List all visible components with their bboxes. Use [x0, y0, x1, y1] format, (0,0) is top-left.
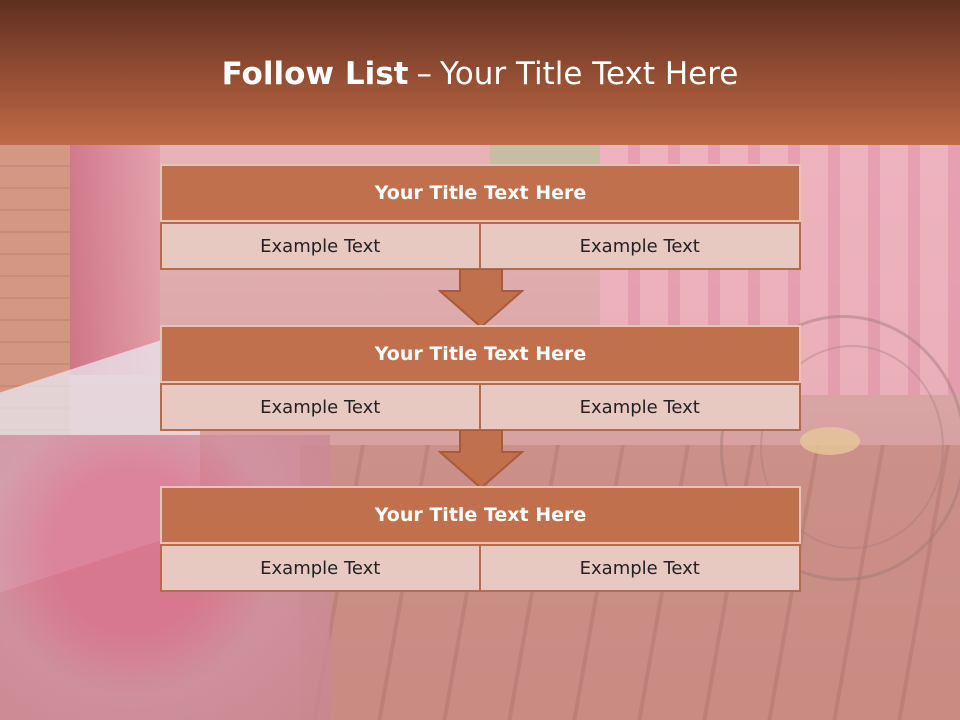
step-cell-left: Example Text	[160, 544, 481, 592]
step-cells: Example Text Example Text	[160, 222, 801, 270]
background-basket	[720, 315, 960, 581]
step-title: Your Title Text Here	[160, 325, 801, 383]
step-cell-left: Example Text	[160, 222, 481, 270]
slide-title-bold: Follow List	[221, 56, 409, 92]
background-foliage	[490, 145, 600, 165]
step-cell-right: Example Text	[480, 222, 801, 270]
step-cell-left: Example Text	[160, 383, 481, 431]
flow-step-3: Your Title Text Here Example Text Exampl…	[160, 486, 801, 592]
slide-title-rest: Your Title Text Here	[439, 56, 739, 92]
step-cell-right: Example Text	[480, 544, 801, 592]
flow-step-2: Your Title Text Here Example Text Exampl…	[160, 325, 801, 431]
step-cells: Example Text Example Text	[160, 544, 801, 592]
step-cell-right: Example Text	[480, 383, 801, 431]
header-band: Follow List–Your Title Text Here	[0, 0, 960, 145]
down-arrow-icon	[438, 269, 524, 329]
slide-title: Follow List–Your Title Text Here	[0, 56, 960, 92]
slide-title-separator: –	[416, 56, 432, 92]
background-basket-inner	[760, 345, 944, 549]
background-curtain-left	[70, 145, 160, 375]
background-lemon	[800, 427, 860, 455]
down-arrow-icon	[438, 430, 524, 490]
flow-step-1: Your Title Text Here Example Text Exampl…	[160, 164, 801, 270]
step-title: Your Title Text Here	[160, 164, 801, 222]
step-cells: Example Text Example Text	[160, 383, 801, 431]
step-title: Your Title Text Here	[160, 486, 801, 544]
